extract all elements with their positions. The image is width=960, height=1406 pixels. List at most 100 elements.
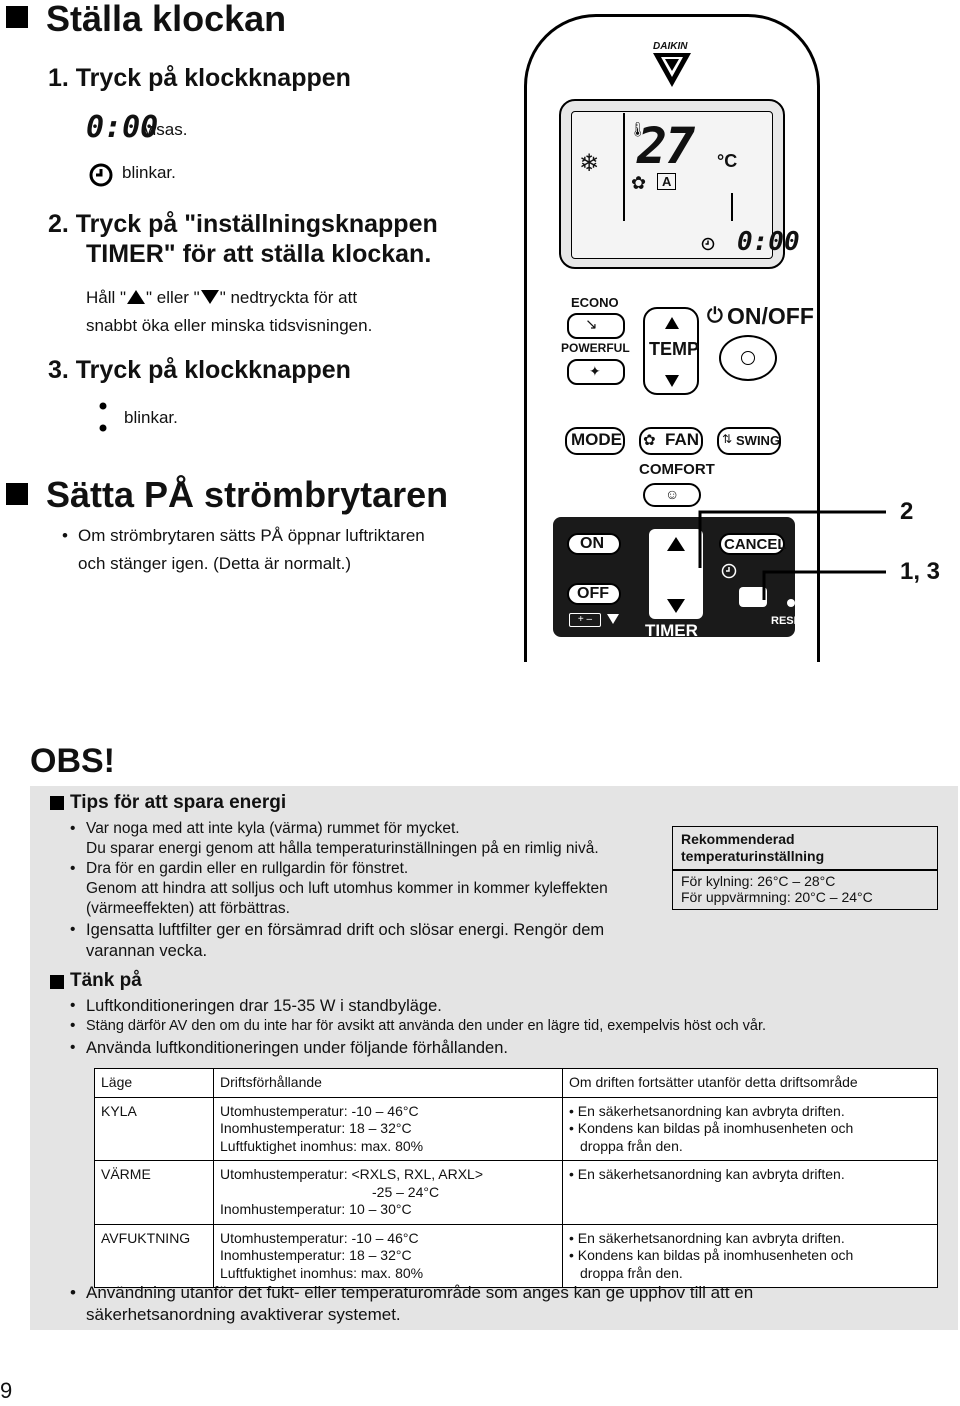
hold-instructions-line2: snabbt öka eller minska tidsvisningen. bbox=[86, 316, 373, 335]
final-line-1: Användning utanför det fukt- eller tempe… bbox=[86, 1283, 754, 1302]
lcd-clock-display: 0:00 bbox=[737, 227, 800, 257]
tip-bullet: • bbox=[70, 921, 76, 938]
blinks-text-2: blinkar. bbox=[124, 408, 178, 427]
condition-line: -25 – 24°C bbox=[372, 1183, 440, 1200]
note-bullet: • bbox=[70, 1039, 76, 1056]
timer-up-icon[interactable] bbox=[667, 537, 685, 551]
conditions-table: Läge Driftsförhållande Om driften fortsä… bbox=[94, 1068, 938, 1288]
brand-logo: DAIKIN bbox=[653, 41, 688, 52]
battery-arrow-icon bbox=[607, 614, 619, 624]
up-arrow-icon bbox=[127, 290, 146, 304]
condition-cell: Utomhustemperatur: -10 – 46°C Inomhustem… bbox=[213, 1223, 563, 1288]
fan-speed-icon: ✿ bbox=[631, 173, 647, 193]
note-line: Använda luftkonditioneringen under följa… bbox=[86, 1039, 508, 1057]
effect-cell: • En säkerhetsanordning kan avbryta drif… bbox=[562, 1096, 938, 1161]
onoff-led bbox=[741, 351, 755, 365]
reset-hole[interactable] bbox=[787, 599, 795, 607]
effect-text: En säkerhetsanordning kan avbryta drifte… bbox=[577, 1229, 845, 1246]
step-3: 3. Tryck på klockknappen bbox=[48, 356, 351, 384]
hold-instructions: Håll "" eller "" nedtryckta för att bbox=[86, 288, 357, 308]
power-icon: ⏻ bbox=[707, 305, 723, 327]
blinks-text-1: blinkar. bbox=[122, 163, 176, 182]
recommended-divider bbox=[673, 869, 937, 871]
recommended-box: Rekommenderad temperaturinställning För … bbox=[672, 826, 938, 910]
step-2-line2: TIMER" för att ställa klockan. bbox=[86, 240, 432, 268]
fan-button[interactable]: ✿ FAN bbox=[639, 427, 703, 455]
table-row: VÄRME Utomhustemperatur: <RXLS, RXL, ARX… bbox=[94, 1160, 938, 1225]
timer-clock-icon bbox=[721, 563, 737, 579]
tip-bullet: • bbox=[70, 820, 76, 837]
effect-line: • En säkerhetsanordning kan avbryta drif… bbox=[569, 1102, 845, 1119]
timer-down-icon[interactable] bbox=[667, 599, 685, 613]
on-timer-button[interactable]: ON bbox=[567, 533, 621, 555]
shows-text: visas. bbox=[144, 120, 188, 139]
clock-display-glyph: 0:00 bbox=[86, 110, 159, 145]
effect-text: Kondens kan bildas på inomhusenheten och bbox=[577, 1247, 854, 1263]
effect-line: • En säkerhetsanordning kan avbryta drif… bbox=[569, 1229, 845, 1246]
mode-button[interactable]: MODE bbox=[565, 427, 625, 455]
mode-label: MODE bbox=[571, 430, 622, 449]
hold-text-2: " eller " bbox=[146, 288, 200, 307]
table-header-row: Läge Driftsförhållande Om driften fortsä… bbox=[94, 1068, 938, 1098]
tip-bullet: • bbox=[70, 860, 76, 877]
temp-button[interactable]: TEMP bbox=[643, 307, 699, 395]
comfort-button[interactable]: ☺ bbox=[643, 483, 701, 507]
table-header: Om driften fortsätter utanför detta drif… bbox=[562, 1068, 938, 1098]
bullet-dot: • bbox=[62, 526, 68, 545]
powerful-button[interactable]: ✦ bbox=[567, 359, 625, 385]
note-marker bbox=[50, 975, 64, 989]
condition-line: Utomhustemperatur: <RXLS, RXL, ARXL> bbox=[220, 1166, 484, 1182]
comfort-icon: ☺ bbox=[665, 486, 680, 502]
recommended-title-2: temperaturinställning bbox=[681, 848, 825, 864]
econo-icon: ↘ bbox=[585, 316, 598, 333]
temp-down-icon[interactable] bbox=[665, 375, 679, 387]
condition-cell: Utomhustemperatur: <RXLS, RXL, ARXL> -25… bbox=[213, 1160, 563, 1225]
obs-title: OBS! bbox=[30, 742, 115, 780]
fan-auto-indicator: A bbox=[657, 173, 677, 190]
tips-marker bbox=[50, 796, 64, 810]
powerful-label: POWERFUL bbox=[561, 341, 630, 355]
swing-button[interactable]: ⇅SWING bbox=[717, 427, 781, 455]
clock-button[interactable] bbox=[739, 587, 767, 607]
tip-line: varannan vecka. bbox=[86, 942, 208, 960]
section-title-power: Sätta PÅ strömbrytaren bbox=[46, 474, 449, 515]
econo-button[interactable]: ↘ bbox=[567, 313, 625, 339]
note-bullet: • bbox=[70, 1017, 76, 1034]
off-timer-button[interactable]: OFF bbox=[567, 583, 621, 605]
power-note-line2: och stänger igen. (Detta är normalt.) bbox=[78, 554, 352, 573]
mode-cell: KYLA bbox=[94, 1096, 214, 1161]
recommended-heating: För uppvärmning: 20°C – 24°C bbox=[681, 889, 873, 905]
section-marker bbox=[6, 6, 28, 28]
condition-line: Utomhustemperatur: -10 – 46°C bbox=[220, 1102, 419, 1119]
note-line: Luftkonditioneringen drar 15-35 W i stan… bbox=[86, 997, 442, 1015]
fan-icon: ✿ bbox=[643, 432, 656, 449]
onoff-button[interactable] bbox=[719, 335, 777, 381]
table-header: Driftsförhållande bbox=[213, 1068, 563, 1098]
effect-text: Kondens kan bildas på inomhusenheten och bbox=[577, 1120, 854, 1136]
tip-line: Genom att hindra att solljus och luft ut… bbox=[86, 880, 608, 897]
condition-line: Luftfuktighet inomhus: max. 80% bbox=[220, 1137, 424, 1154]
effect-cell: • En säkerhetsanordning kan avbryta drif… bbox=[562, 1223, 938, 1288]
effect-line: • Kondens kan bildas på inomhusenheten o… bbox=[569, 1120, 854, 1136]
note-title: Tänk på bbox=[70, 970, 142, 991]
tip-line: Dra för en gardin eller en rullgardin fö… bbox=[86, 860, 409, 877]
swing-icon: ⇅ bbox=[722, 432, 733, 446]
battery-icon: + – bbox=[569, 613, 601, 627]
swing-label: SWING bbox=[736, 433, 781, 448]
effect-line: • Kondens kan bildas på inomhusenheten o… bbox=[569, 1247, 854, 1263]
effect-cell: • En säkerhetsanordning kan avbryta drif… bbox=[562, 1160, 938, 1225]
fan-label: FAN bbox=[665, 430, 699, 449]
onoff-label: ON/OFF bbox=[727, 303, 814, 329]
reset-label: RESET bbox=[771, 615, 808, 627]
table-row: AVFUKTNING Utomhustemperatur: -10 – 46°C… bbox=[94, 1223, 938, 1288]
temp-up-icon[interactable] bbox=[665, 317, 679, 329]
cancel-button[interactable]: CANCEL bbox=[719, 533, 787, 555]
table-header: Läge bbox=[94, 1068, 214, 1098]
cancel-label: CANCEL bbox=[724, 536, 787, 553]
note-bullet: • bbox=[70, 997, 76, 1014]
off-label: OFF bbox=[577, 585, 609, 602]
condition-line: Inomhustemperatur: 18 – 32°C bbox=[220, 1247, 412, 1263]
timer-updown-button[interactable] bbox=[649, 529, 703, 619]
colon-blink-icon bbox=[98, 400, 108, 439]
mode-cell: AVFUKTNING bbox=[94, 1223, 214, 1288]
